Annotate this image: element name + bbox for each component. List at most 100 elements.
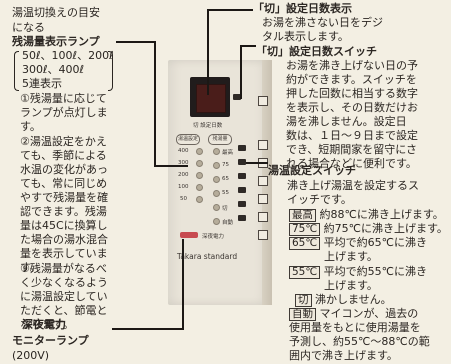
display-callout-marker	[258, 96, 268, 106]
lamp-label-50: 50	[180, 196, 187, 202]
temp-marker-5	[258, 212, 268, 222]
leader-line-remaining-h2	[154, 165, 188, 167]
item2-line-7: 量は45Cに換算し	[20, 219, 108, 232]
item2-line-6: 認できます。残湯	[20, 205, 107, 218]
temp-option-off: 切 沸かしません。	[295, 293, 392, 307]
leader-line-night-v	[182, 239, 184, 329]
remaining-lamp-title: 残湯量表示ランプ	[12, 35, 100, 48]
item3-line-2: く少なくなるよう	[20, 276, 108, 289]
option-desc-auto: マイコンが、過去の	[319, 307, 419, 320]
temp-label-55: 55	[222, 190, 229, 196]
leader-line-display-h	[207, 9, 253, 11]
bracket-left	[14, 51, 19, 91]
option-label-65: 65℃	[289, 237, 321, 250]
lamp-label-400: 400	[178, 148, 189, 154]
lamp-label-200: 200	[178, 172, 189, 178]
remaining-lamp-300	[196, 160, 203, 167]
temp-switch-4[interactable]	[238, 187, 246, 193]
item2-line-2: ても、季節による	[20, 149, 107, 162]
remaining-lamp-200	[196, 172, 203, 179]
option-label-75: 75℃	[289, 223, 321, 236]
temp-switch-1[interactable]	[238, 145, 246, 151]
lamp-label-300: 300	[178, 160, 189, 166]
option-desc-75: 約75℃に沸き上げます。	[323, 222, 448, 235]
option-desc-65: 平均で約65℃に沸き	[323, 236, 428, 249]
temp-marker-3	[258, 176, 268, 186]
item2-line-8: た場合の湯水混合	[20, 233, 108, 246]
temp-marker-6	[258, 230, 268, 240]
temp-label-auto: 自動	[222, 220, 234, 226]
temp-label-max: 最高	[222, 150, 234, 156]
left-intro-2: になる	[12, 21, 45, 34]
temp-led-75	[213, 162, 220, 169]
temp-option-75: 75℃ 約75℃に沸き上げます。	[289, 222, 448, 236]
temp-led-max	[213, 148, 220, 155]
lamp-label-100: 100	[178, 184, 189, 190]
option-label-max: 最高	[289, 209, 316, 222]
off-switch-desc-4: を表示し、その日数だけお	[286, 101, 418, 114]
leader-line-remaining-v	[154, 41, 156, 167]
temp-marker-4	[258, 194, 268, 204]
temp-option-65: 65℃ 平均で約65℃に沸き	[289, 236, 427, 250]
item3-line-1: ③残湯量がなるべ	[20, 262, 107, 275]
leader-line-remaining-h	[116, 41, 156, 43]
off-days-switch[interactable]	[233, 94, 241, 100]
off-switch-desc-5: 湯を沸しません。設定日	[286, 115, 407, 128]
leader-line-display-v	[207, 9, 209, 95]
item2-line-4: ても、常に同じめ	[20, 177, 108, 190]
bracket-line-2: 300ℓ、400ℓ	[22, 63, 85, 76]
option-desc-max: 約88℃に沸き上げます。	[319, 208, 444, 221]
temp-switch-2[interactable]	[238, 159, 246, 165]
off-switch-desc-3: 押した回数に相当する数字	[286, 87, 418, 100]
temp-setting-oval: 湯温設定	[176, 134, 200, 145]
temp-switch-6[interactable]	[238, 215, 246, 221]
temp-switch-desc-2: イッチです。	[287, 193, 352, 206]
item3-line-5: なります。	[20, 318, 74, 331]
item3-line-4: ただくと、節電と	[20, 304, 108, 317]
option-desc-55: 平均で約55℃に沸き	[323, 265, 428, 278]
temp-label-65: 65	[222, 176, 229, 182]
item2-line-9: 量を表示していま	[20, 247, 108, 260]
item2-line-5: やすで残湯量を確	[20, 191, 109, 204]
temp-switch-3[interactable]	[238, 173, 246, 179]
temp-switch-title: 湯温設定スイッチ	[268, 164, 356, 177]
temp-led-65	[213, 176, 220, 183]
off-switch-title: 「切」設定日数スイッチ	[256, 45, 377, 58]
bracket-line-1: 50ℓ、100ℓ、200ℓ	[22, 49, 114, 62]
temp-option-max: 最高 約88℃に沸き上げます。	[289, 208, 444, 222]
option-label-55: 55℃	[289, 266, 321, 279]
temp-led-auto	[213, 218, 220, 225]
off-switch-callout-marker	[258, 140, 268, 150]
night-lamp-title-1: 深夜電力	[22, 318, 66, 331]
temp-label-75: 75	[222, 162, 229, 168]
off-switch-desc-2: 約ができます。スイッチを	[286, 73, 417, 86]
night-lamp-voltage: (200V)	[12, 349, 50, 362]
off-display-desc-2: タル表示します。	[262, 30, 349, 43]
temp-option-auto: 自動 マイコンが、過去の	[289, 307, 418, 321]
off-display-title: 「切」設定日数表示	[253, 2, 352, 15]
leader-line-switch-h	[240, 45, 256, 47]
left-intro-1: 湯温切換えの目安	[12, 6, 100, 19]
temp-led-off	[213, 204, 220, 211]
item2-line-1: ②湯温設定をかえ	[20, 135, 107, 148]
off-days-display	[196, 84, 226, 113]
off-switch-desc-8: れる場合などに便利です。	[286, 157, 417, 170]
remaining-lamp-100	[196, 184, 203, 191]
option-label-auto: 自動	[289, 308, 316, 321]
remaining-oval: 残湯量	[208, 134, 232, 145]
off-switch-desc-6: 数は、１日～９日まで設定	[286, 129, 418, 142]
off-switch-desc-7: でき、短期間家を留守にさ	[286, 143, 418, 156]
leader-line-switch-v	[240, 45, 242, 99]
option-desc-auto-2: 使用量をもとに使用湯量を	[289, 321, 421, 334]
remaining-lamp-400	[196, 148, 203, 155]
temp-switch-5[interactable]	[238, 201, 246, 207]
item2-line-3: 水温の変化があっ	[20, 163, 108, 176]
display-label: 切 設定日数	[193, 123, 223, 129]
off-switch-desc-1: お湯を沸き上げない日の予	[286, 59, 418, 72]
brand-logo: Takara standard	[177, 252, 238, 261]
item1-line-3: す。	[20, 120, 41, 133]
temp-option-55: 55℃ 平均で約55℃に沸き	[289, 265, 427, 279]
option-label-off: 切	[295, 294, 312, 307]
temp-switch-desc-1: 沸き上げ湯温を設定するス	[287, 179, 419, 192]
temp-led-55	[213, 190, 220, 197]
